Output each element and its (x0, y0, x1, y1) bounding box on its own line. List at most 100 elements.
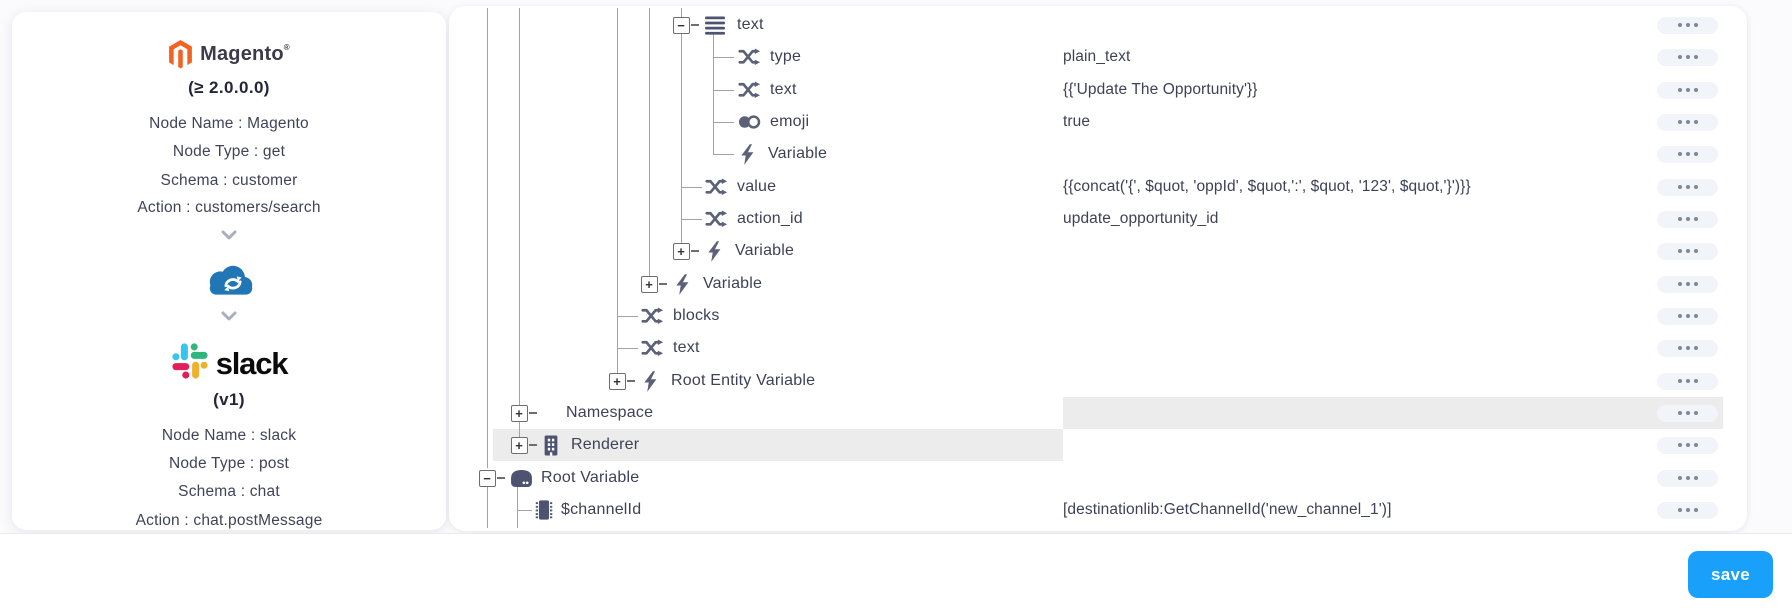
ellipsis-icon (1677, 185, 1682, 189)
ellipsis-icon (1693, 379, 1698, 383)
tree-elbow-line (713, 154, 734, 155)
node-label[interactable]: text (673, 339, 700, 356)
collapse-toggle[interactable]: − (478, 469, 496, 487)
shuffle-icon (738, 78, 761, 102)
slack-version: (v1) (213, 390, 245, 409)
node-label[interactable]: Namespace (566, 404, 654, 421)
ellipsis-icon (1693, 476, 1698, 480)
tree-elbow-line (691, 250, 699, 252)
row-actions-button[interactable] (1657, 501, 1718, 519)
node-value[interactable]: plain_text (1063, 48, 1131, 65)
ellipsis-icon (1693, 23, 1698, 27)
node-label[interactable]: text (737, 16, 764, 33)
node-label[interactable]: $channelId (561, 501, 642, 518)
ellipsis-icon (1693, 411, 1698, 415)
magento-node-name: Node Name : Magento (149, 115, 309, 132)
ellipsis-icon (1677, 411, 1682, 415)
magento-version: (≥ 2.0.0.0) (188, 78, 270, 97)
magento-node-type: Node Type : get (172, 143, 286, 160)
magento-schema: Schema : customer (160, 172, 298, 189)
node-label[interactable]: Root Entity Variable (671, 372, 816, 389)
row-actions-button[interactable] (1657, 404, 1718, 422)
ellipsis-icon (1693, 152, 1698, 156)
node-label[interactable]: value (737, 178, 777, 195)
tree-elbow-line (529, 412, 537, 414)
ellipsis-icon (1677, 249, 1682, 253)
tree-guide-line (517, 486, 518, 528)
node-label[interactable]: Root Variable (541, 469, 640, 486)
node-value[interactable]: [destinationlib:GetChannelId('new_channe… (1063, 501, 1392, 518)
tree-elbow-line (713, 57, 734, 58)
row-actions-button[interactable] (1657, 307, 1718, 325)
ellipsis-icon (1677, 23, 1682, 27)
ellipsis-icon (1677, 379, 1682, 383)
row-actions-button[interactable] (1657, 469, 1718, 487)
row-actions-button[interactable] (1657, 81, 1718, 99)
ellipsis-icon (1685, 411, 1690, 415)
tree-elbow-line (617, 316, 638, 317)
shuffle-icon (705, 175, 728, 199)
magento-logo: Magento® (12, 40, 446, 69)
ellipsis-icon (1685, 88, 1690, 92)
row-actions-button[interactable] (1657, 339, 1718, 357)
tree-guide-line (519, 8, 520, 437)
expand-toggle[interactable]: + (510, 404, 528, 422)
bolt-icon (643, 369, 658, 393)
node-value[interactable]: update_opportunity_id (1063, 210, 1219, 227)
row-actions-button[interactable] (1657, 48, 1718, 66)
node-value[interactable]: true (1063, 113, 1091, 130)
tree-elbow-line (529, 444, 537, 446)
ellipsis-icon (1693, 443, 1698, 447)
save-button[interactable]: save (1688, 551, 1773, 598)
node-label[interactable]: Renderer (571, 436, 640, 453)
slack-node-name: Node Name : slack (161, 427, 297, 444)
row-actions-button[interactable] (1657, 275, 1718, 293)
row-actions-button[interactable] (1657, 210, 1718, 228)
node-label[interactable]: type (770, 48, 802, 65)
tree-guide-line (487, 486, 488, 528)
collapse-toggle[interactable]: − (672, 16, 690, 34)
tree-elbow-line (517, 510, 532, 511)
ellipsis-icon (1685, 249, 1690, 253)
node-label[interactable]: Variable (735, 242, 795, 259)
ellipsis-icon (1685, 282, 1690, 286)
expand-toggle[interactable]: + (510, 436, 528, 454)
tree-elbow-line (691, 24, 699, 26)
shuffle-icon (641, 336, 664, 360)
ellipsis-icon (1677, 476, 1682, 480)
row-actions-button[interactable] (1657, 113, 1718, 131)
node-label[interactable]: Variable (703, 275, 763, 292)
ellipsis-icon (1693, 185, 1698, 189)
bolt-icon (675, 272, 690, 296)
row-actions-button[interactable] (1657, 242, 1718, 260)
ellipsis-icon (1685, 314, 1690, 318)
expand-toggle[interactable]: + (608, 372, 626, 390)
tree-elbow-line (497, 477, 505, 479)
node-value[interactable]: {{'Update The Opportunity'}} (1063, 81, 1258, 98)
ellipsis-icon (1677, 282, 1682, 286)
row-highlight (1063, 397, 1723, 429)
row-actions-button[interactable] (1657, 16, 1718, 34)
chevron-down-icon (12, 230, 446, 241)
node-label[interactable]: emoji (770, 113, 810, 130)
ellipsis-icon (1685, 120, 1690, 124)
row-actions-button[interactable] (1657, 436, 1718, 454)
row-actions-button[interactable] (1657, 145, 1718, 163)
tree-guide-line (713, 33, 714, 154)
bolt-icon (707, 239, 722, 263)
row-actions-button[interactable] (1657, 178, 1718, 196)
node-value[interactable]: {{concat('{', $quot, 'oppId', $quot,':',… (1063, 178, 1471, 195)
node-label[interactable]: blocks (673, 307, 720, 324)
tree-elbow-line (713, 90, 734, 91)
cloud-sync-icon (12, 260, 446, 302)
expand-toggle[interactable]: + (640, 275, 658, 293)
node-label[interactable]: action_id (737, 210, 803, 227)
node-label[interactable]: Variable (768, 145, 828, 162)
node-label[interactable]: text (770, 81, 797, 98)
row-actions-button[interactable] (1657, 372, 1718, 390)
ellipsis-icon (1693, 55, 1698, 59)
expand-toggle[interactable]: + (672, 242, 690, 260)
tree-elbow-line (681, 187, 702, 188)
ellipsis-icon (1693, 249, 1698, 253)
